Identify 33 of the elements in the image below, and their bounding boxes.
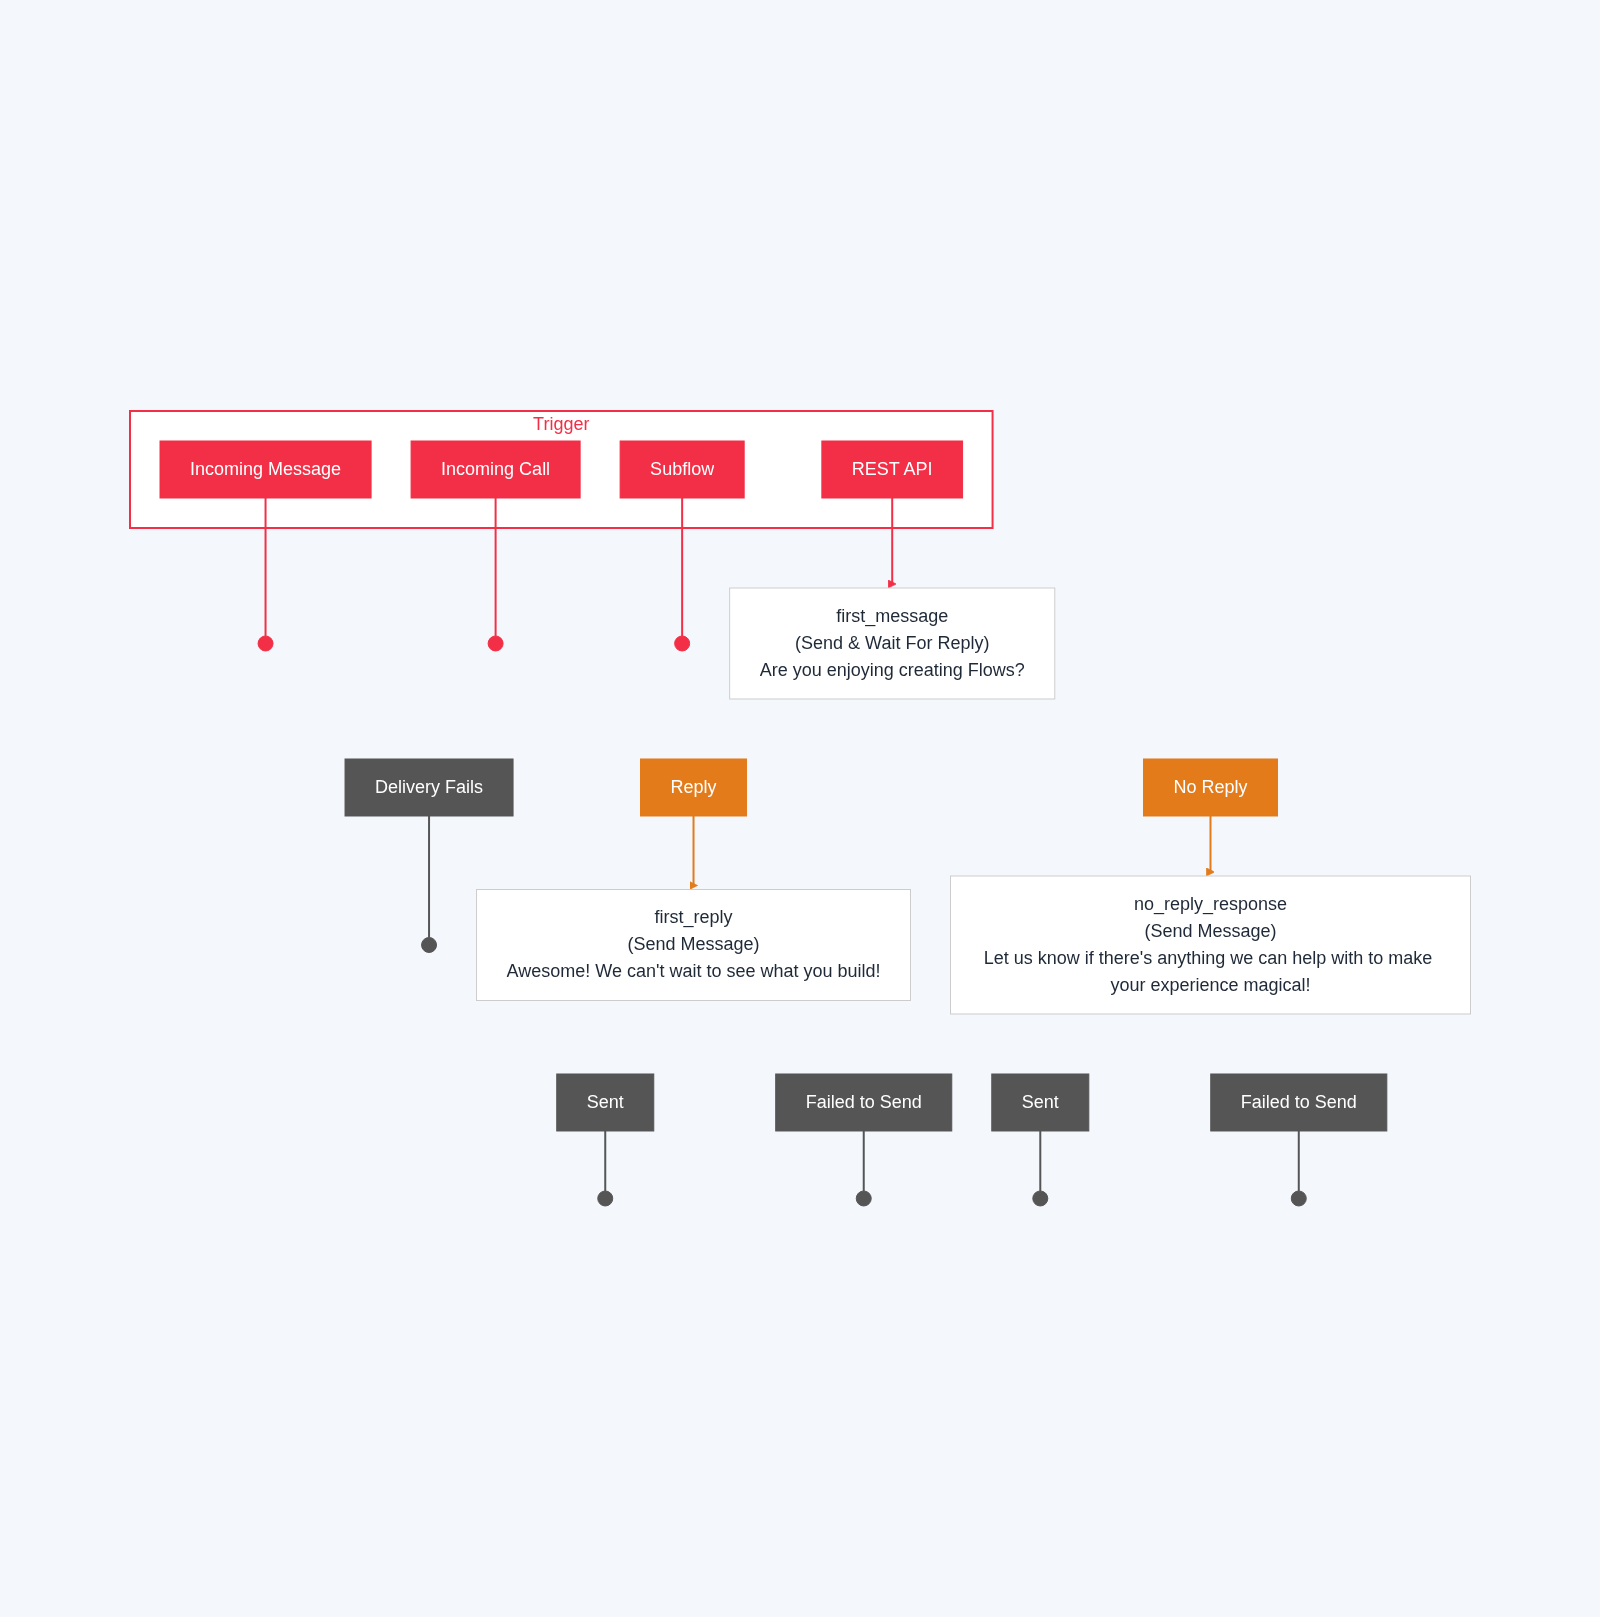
node-box: Failed to Send <box>1210 1073 1388 1132</box>
node-circle <box>1290 1190 1307 1207</box>
connector <box>680 497 683 637</box>
node-box: No Reply <box>1142 758 1278 817</box>
connector <box>427 815 430 939</box>
connector <box>1297 1130 1300 1192</box>
node-box: Failed to Send <box>774 1073 952 1132</box>
connector <box>264 497 267 637</box>
node-box: Incoming Message <box>159 440 372 499</box>
node-box: Subflow <box>619 440 745 499</box>
arrow <box>1205 815 1215 877</box>
node-circle <box>257 635 274 652</box>
arrow <box>887 497 897 589</box>
node-circle <box>597 1190 613 1207</box>
node-box: Delivery Fails <box>344 758 514 817</box>
node-box: Sent <box>556 1073 654 1132</box>
node-box: first_message (Send & Wait For Reply) Are you enjoying creating Flows? <box>728 587 1056 700</box>
connector <box>494 497 497 637</box>
node-box: Sent <box>991 1073 1090 1132</box>
connector <box>862 1130 865 1192</box>
node-circle <box>487 635 504 652</box>
node-box: REST API <box>821 440 963 499</box>
node-box: no_reply_response (Send Message) Let us know if there's anything we can help with to make your experience magical! <box>949 875 1471 1015</box>
node-circle <box>673 635 690 652</box>
node-box: Incoming Call <box>410 440 581 499</box>
node-circle <box>420 937 437 953</box>
node-box: first_reply (Send Message) Awesome! We can't wait to see what you build! <box>475 889 911 1001</box>
node-circle <box>1032 1190 1049 1207</box>
node-circle <box>855 1190 872 1207</box>
arrow <box>688 815 698 890</box>
connector <box>604 1130 606 1192</box>
connector <box>1039 1130 1042 1192</box>
node-box: Reply <box>639 758 747 817</box>
